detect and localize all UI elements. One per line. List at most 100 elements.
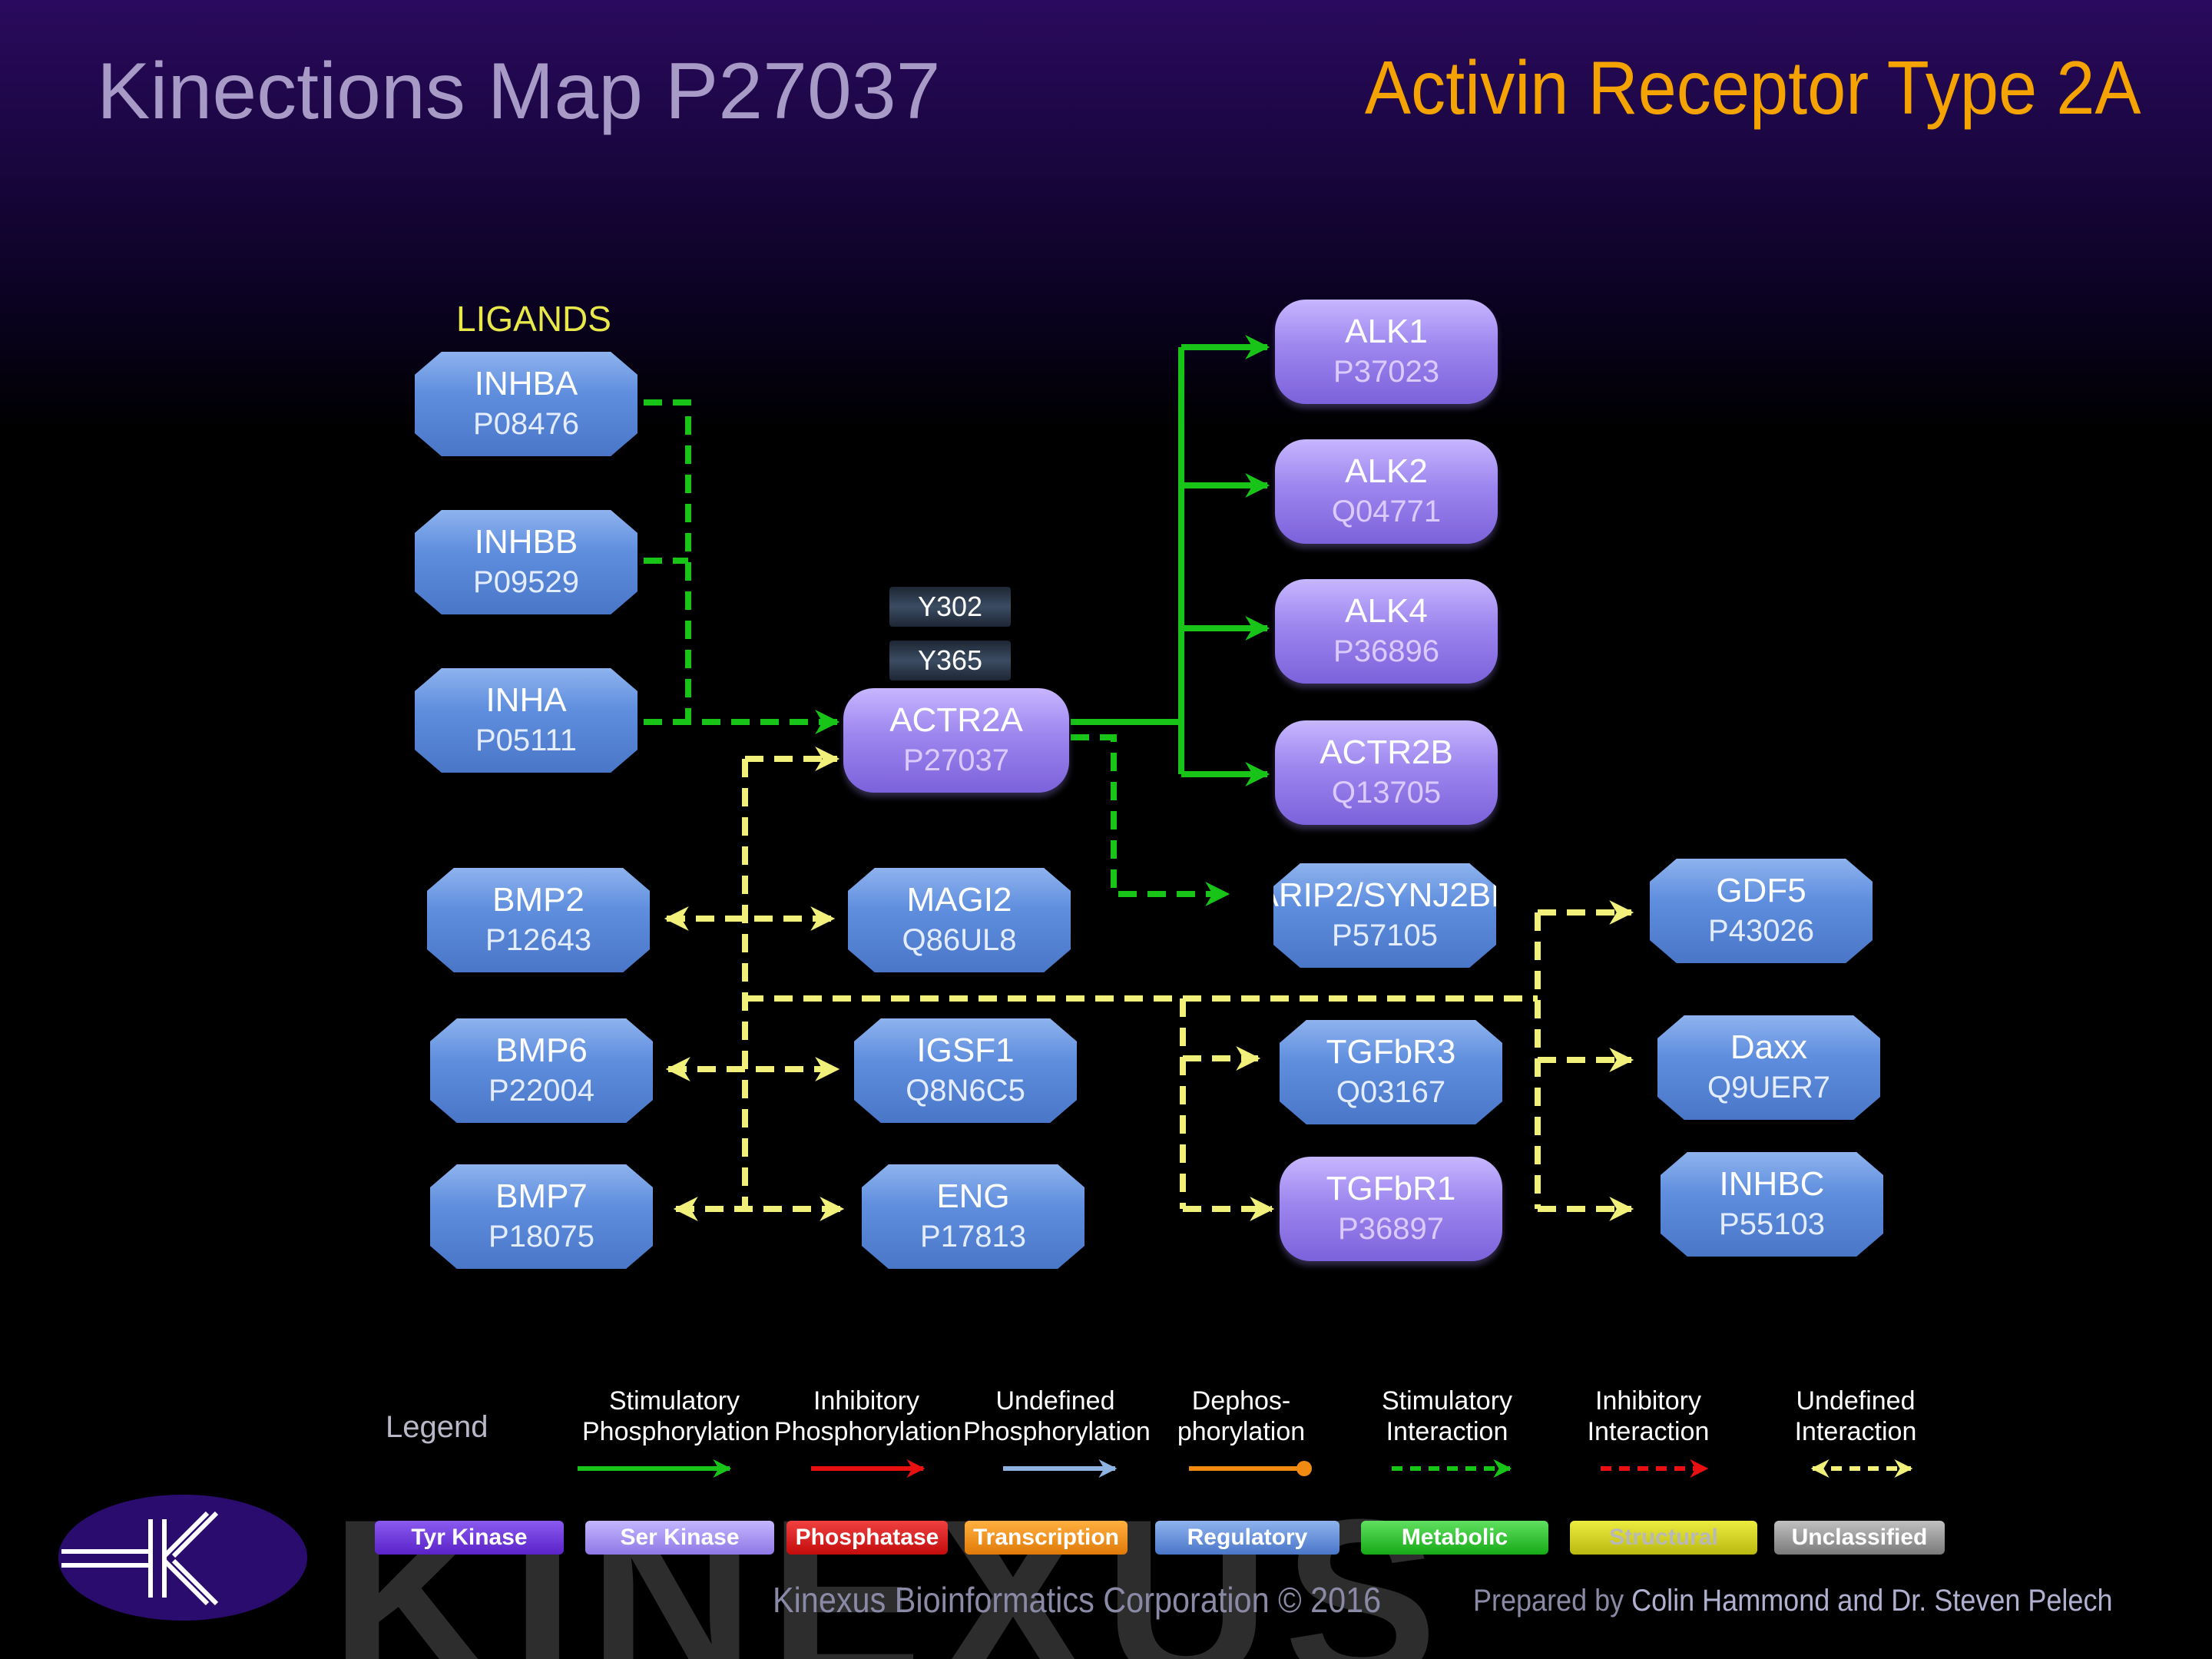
undefined-interactions bbox=[664, 747, 1634, 1221]
node-accession: P08476 bbox=[473, 407, 579, 441]
node-igsf1[interactable]: IGSF1 Q8N6C5 bbox=[854, 1018, 1077, 1123]
legend-label: Phosphorylation bbox=[582, 1417, 770, 1446]
node-accession: P37023 bbox=[1333, 355, 1439, 389]
key-unclassified: Unclassified bbox=[1774, 1521, 1945, 1555]
node-name: Daxx bbox=[1730, 1028, 1808, 1066]
node-name: MAGI2 bbox=[906, 881, 1012, 919]
legend-stim-phos: Stimulatory Phosphorylation bbox=[582, 1386, 770, 1447]
node-name: ALK1 bbox=[1345, 313, 1428, 350]
node-accession: P57105 bbox=[1332, 919, 1438, 952]
legend-label: Inhibitory bbox=[1595, 1386, 1701, 1416]
legend-label: Stimulatory bbox=[1381, 1386, 1513, 1416]
node-accession: P09529 bbox=[473, 565, 579, 599]
legend-label: Interaction bbox=[1794, 1417, 1917, 1446]
node-accession: Q9UER7 bbox=[1707, 1071, 1831, 1104]
node-inhbb[interactable]: INHBB P09529 bbox=[415, 510, 637, 614]
node-accession: Q86UL8 bbox=[902, 923, 1017, 957]
node-name: INHBC bbox=[1719, 1165, 1825, 1203]
legend-label: Phosphorylation bbox=[963, 1417, 1151, 1446]
node-name: BMP6 bbox=[495, 1031, 588, 1069]
legend-title: Legend bbox=[386, 1410, 488, 1444]
phosphorylation-edges bbox=[1071, 335, 1270, 786]
key-tyr-kinase: Tyr Kinase bbox=[375, 1521, 564, 1555]
node-bmp2[interactable]: BMP2 P12643 bbox=[427, 868, 650, 972]
node-accession: Q04771 bbox=[1331, 495, 1442, 528]
node-gdf5[interactable]: GDF5 P43026 bbox=[1650, 859, 1873, 963]
legend-label: phorylation bbox=[1177, 1417, 1306, 1446]
footer-company: Kinexus Bioinformatics Corporation © 201… bbox=[773, 1580, 1382, 1620]
page-subtitle: Activin Receptor Type 2A bbox=[1365, 45, 2141, 130]
node-daxx[interactable]: Daxx Q9UER7 bbox=[1657, 1015, 1880, 1120]
node-name: ACTR2A bbox=[889, 701, 1023, 739]
node-magi2[interactable]: MAGI2 Q86UL8 bbox=[848, 868, 1071, 972]
node-bmp7[interactable]: BMP7 P18075 bbox=[430, 1164, 653, 1269]
node-inhbc[interactable]: INHBC P55103 bbox=[1661, 1152, 1883, 1257]
page-title: Kinections Map P27037 bbox=[97, 47, 941, 136]
node-accession: P05111 bbox=[475, 724, 577, 757]
node-name: TGFbR1 bbox=[1326, 1170, 1456, 1207]
node-alk1[interactable]: ALK1 P37023 bbox=[1275, 300, 1498, 404]
node-tgfbr3[interactable]: TGFbR3 Q03167 bbox=[1280, 1020, 1502, 1124]
ligands-label: LIGANDS bbox=[456, 299, 611, 339]
legend-arrows bbox=[578, 1459, 1913, 1478]
legend-inhib-phos: Inhibitory Phosphorylation bbox=[774, 1386, 962, 1447]
node-tgfbr1[interactable]: TGFbR1 P36897 bbox=[1280, 1157, 1502, 1261]
key-phosphatase: Phosphatase bbox=[786, 1521, 948, 1555]
node-accession: P12643 bbox=[485, 923, 591, 957]
footer-prepared: Prepared by Colin Hammond and Dr. Steven… bbox=[1473, 1584, 2112, 1618]
key-structural: Structural bbox=[1570, 1521, 1757, 1555]
legend-label: Inhibitory bbox=[813, 1386, 919, 1416]
legend-label: Interaction bbox=[1386, 1417, 1508, 1446]
node-accession: Q03167 bbox=[1336, 1075, 1446, 1109]
node-arip2[interactable]: ARIP2/SYNJ2BP P57105 bbox=[1273, 863, 1496, 968]
node-name: ALK2 bbox=[1345, 452, 1428, 490]
legend-stim-int: Stimulatory Interaction bbox=[1355, 1386, 1539, 1447]
node-accession: P18075 bbox=[488, 1220, 594, 1253]
legend-label: Phosphorylation bbox=[774, 1417, 962, 1446]
node-accession: P55103 bbox=[1719, 1207, 1825, 1241]
legend-label: Undefined bbox=[1796, 1386, 1916, 1416]
node-name: TGFbR3 bbox=[1326, 1033, 1456, 1071]
node-accession: Q13705 bbox=[1331, 776, 1442, 810]
watermark-text: KINEXUS bbox=[330, 1471, 1452, 1659]
node-name: ALK4 bbox=[1345, 592, 1428, 630]
key-regulatory: Regulatory bbox=[1155, 1521, 1339, 1555]
node-alk4[interactable]: ALK4 P36896 bbox=[1275, 579, 1498, 684]
node-bmp6[interactable]: BMP6 P22004 bbox=[430, 1018, 653, 1123]
node-inha[interactable]: INHA P05111 bbox=[415, 668, 637, 773]
legend-undef-int: Undefined Interaction bbox=[1763, 1386, 1948, 1447]
kinexus-logo bbox=[55, 1492, 310, 1624]
legend-inhib-int: Inhibitory Interaction bbox=[1556, 1386, 1740, 1447]
node-alk2[interactable]: ALK2 Q04771 bbox=[1275, 439, 1498, 544]
node-accession: P17813 bbox=[920, 1220, 1026, 1253]
edge-inhba-actr2a bbox=[644, 399, 691, 722]
node-name: GDF5 bbox=[1716, 872, 1806, 909]
ligand-interactions bbox=[644, 399, 1230, 906]
node-name: INHA bbox=[485, 681, 567, 719]
node-name: BMP7 bbox=[495, 1177, 588, 1215]
key-ser-kinase: Ser Kinase bbox=[585, 1521, 774, 1555]
legend-undef-phos: Undefined Phosphorylation bbox=[963, 1386, 1151, 1447]
legend-dephos: Dephos- phorylation bbox=[1149, 1386, 1333, 1447]
node-actr2b[interactable]: ACTR2B Q13705 bbox=[1275, 720, 1498, 825]
edge-actr2a-arip2 bbox=[1071, 734, 1230, 906]
legend-label: Stimulatory bbox=[608, 1386, 740, 1416]
node-accession: P36897 bbox=[1338, 1212, 1444, 1246]
node-actr2a[interactable]: ACTR2A P27037 bbox=[843, 688, 1069, 793]
key-metabolic: Metabolic bbox=[1361, 1521, 1548, 1555]
node-accession: P36896 bbox=[1333, 634, 1439, 668]
key-transcription: Transcription bbox=[965, 1521, 1128, 1555]
node-inhba[interactable]: INHBA P08476 bbox=[415, 352, 637, 456]
prepared-label: Prepared by bbox=[1473, 1584, 1624, 1618]
legend-label: Dephos- bbox=[1191, 1386, 1291, 1416]
node-name: IGSF1 bbox=[916, 1031, 1015, 1069]
node-eng[interactable]: ENG P17813 bbox=[862, 1164, 1084, 1269]
legend-label: Interaction bbox=[1587, 1417, 1710, 1446]
node-name: INHBA bbox=[474, 365, 578, 402]
node-accession: P27037 bbox=[903, 743, 1009, 777]
node-accession: Q8N6C5 bbox=[906, 1074, 1025, 1108]
node-name: ENG bbox=[936, 1177, 1010, 1215]
node-accession: P22004 bbox=[488, 1074, 594, 1108]
